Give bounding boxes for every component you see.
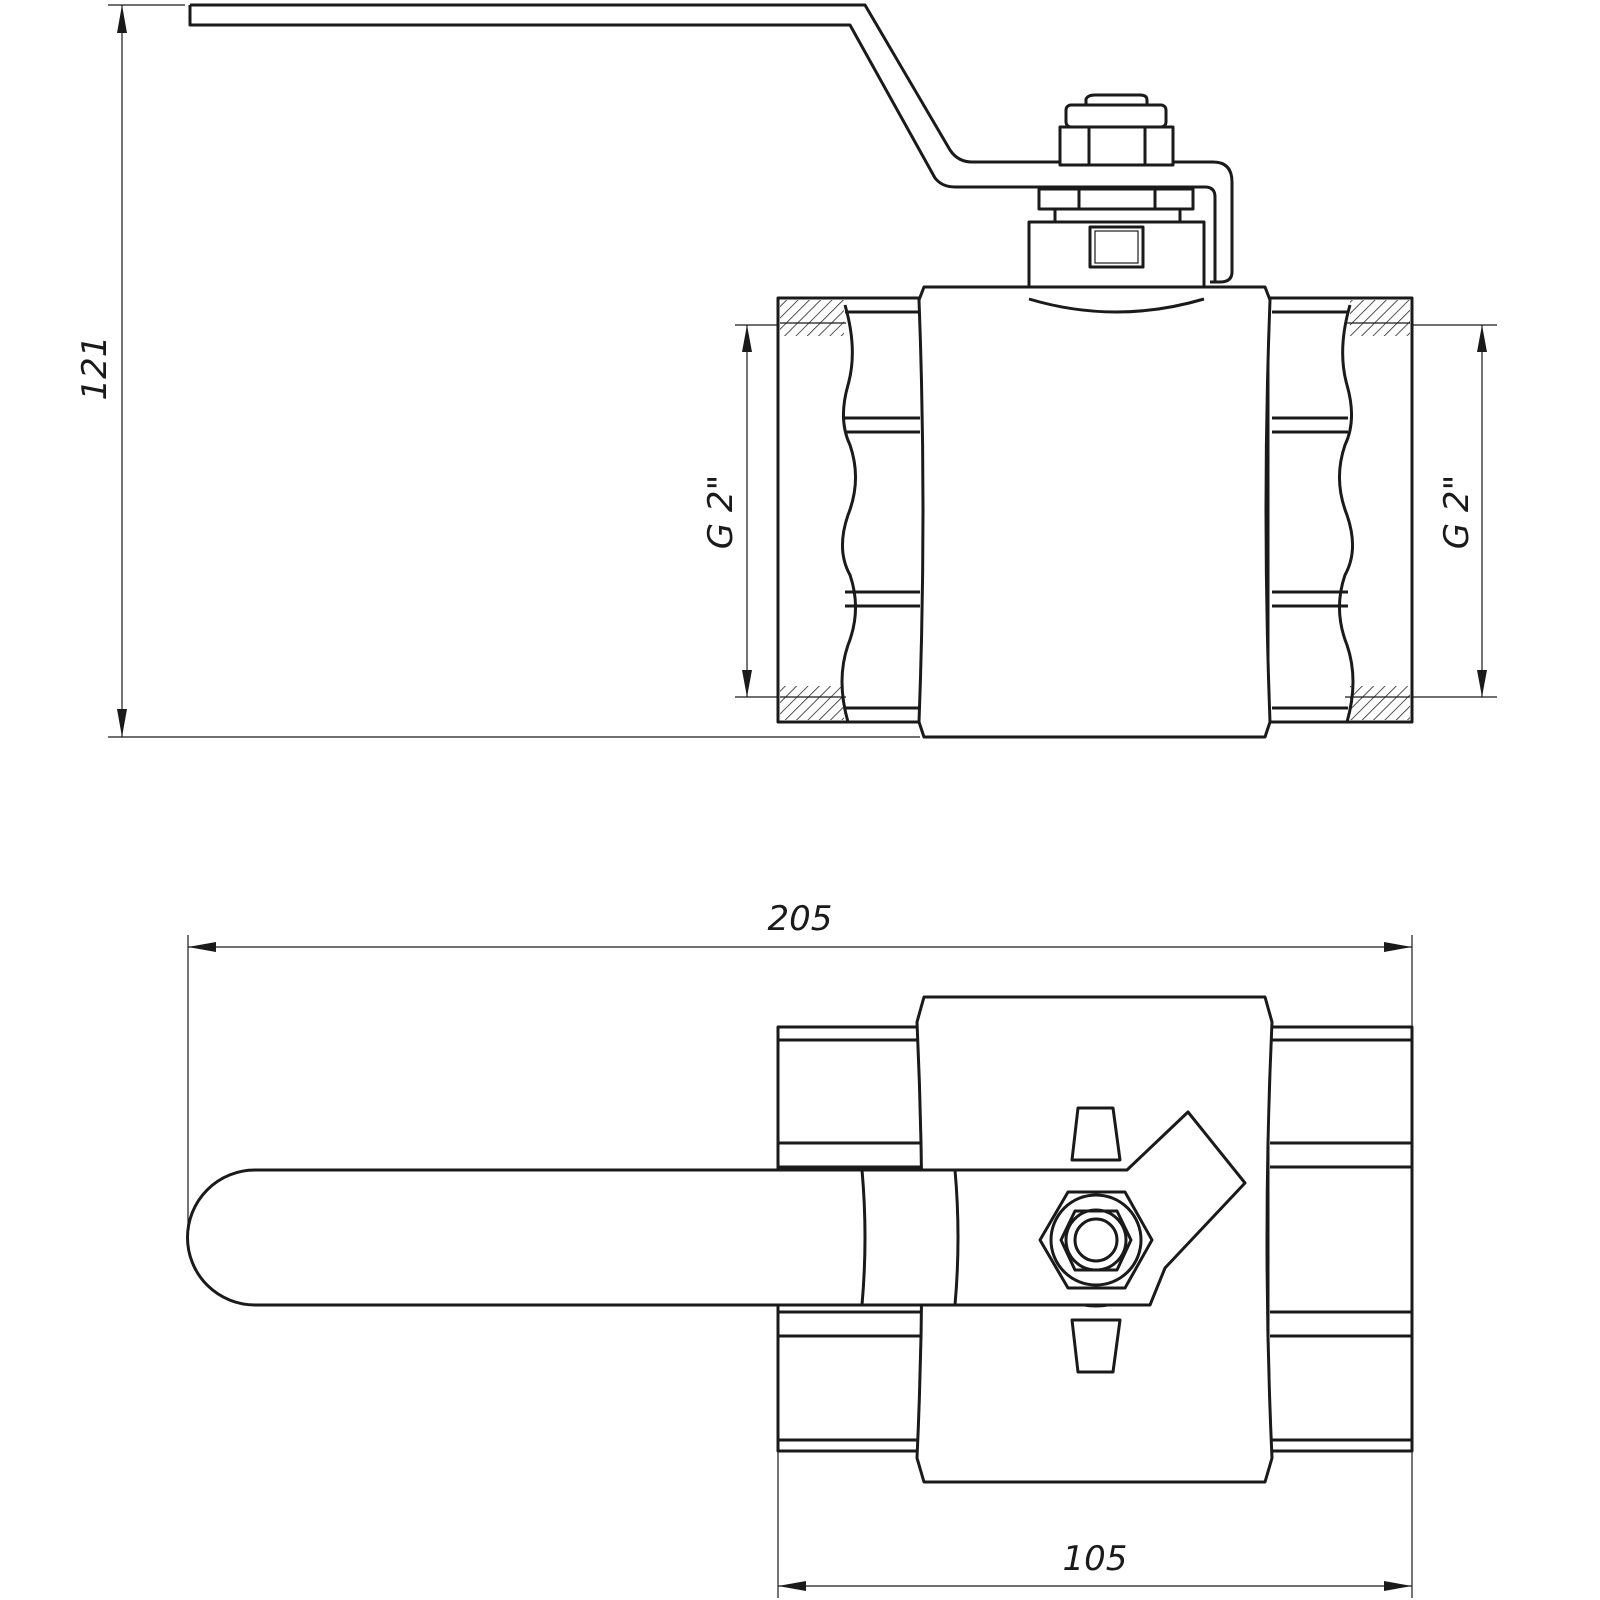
- lever-handle: [188, 3, 1234, 284]
- left-pipe-end: [776, 296, 926, 724]
- dimension-label-overall-length: 205: [768, 899, 833, 939]
- top-view: 205 105: [186, 899, 1414, 1598]
- top-lever-handle: [186, 1110, 1247, 1307]
- dimension-label-thread-left: G 2": [701, 475, 741, 549]
- dimension-label-thread-right: G 2": [1437, 475, 1477, 549]
- dimension-105: 105: [777, 1451, 1413, 1598]
- dimension-thread-left: G 2": [701, 324, 778, 698]
- top-right-pipe: [1266, 1025, 1414, 1453]
- right-pipe-end: [1266, 296, 1414, 724]
- dimension-label-body-length: 105: [1063, 1539, 1128, 1579]
- stem-hex-nut: [1038, 1190, 1154, 1290]
- front-view: 121 G 2" G 2": [75, 3, 1497, 739]
- dimension-thread-right: G 2": [1412, 324, 1497, 698]
- stem-nut: [1058, 93, 1175, 167]
- dimension-205: 205: [187, 899, 1413, 1235]
- valve-body: [917, 285, 1272, 739]
- dimension-121: 121: [75, 4, 920, 738]
- dimension-label-height: 121: [75, 336, 115, 401]
- washer: [1037, 187, 1195, 224]
